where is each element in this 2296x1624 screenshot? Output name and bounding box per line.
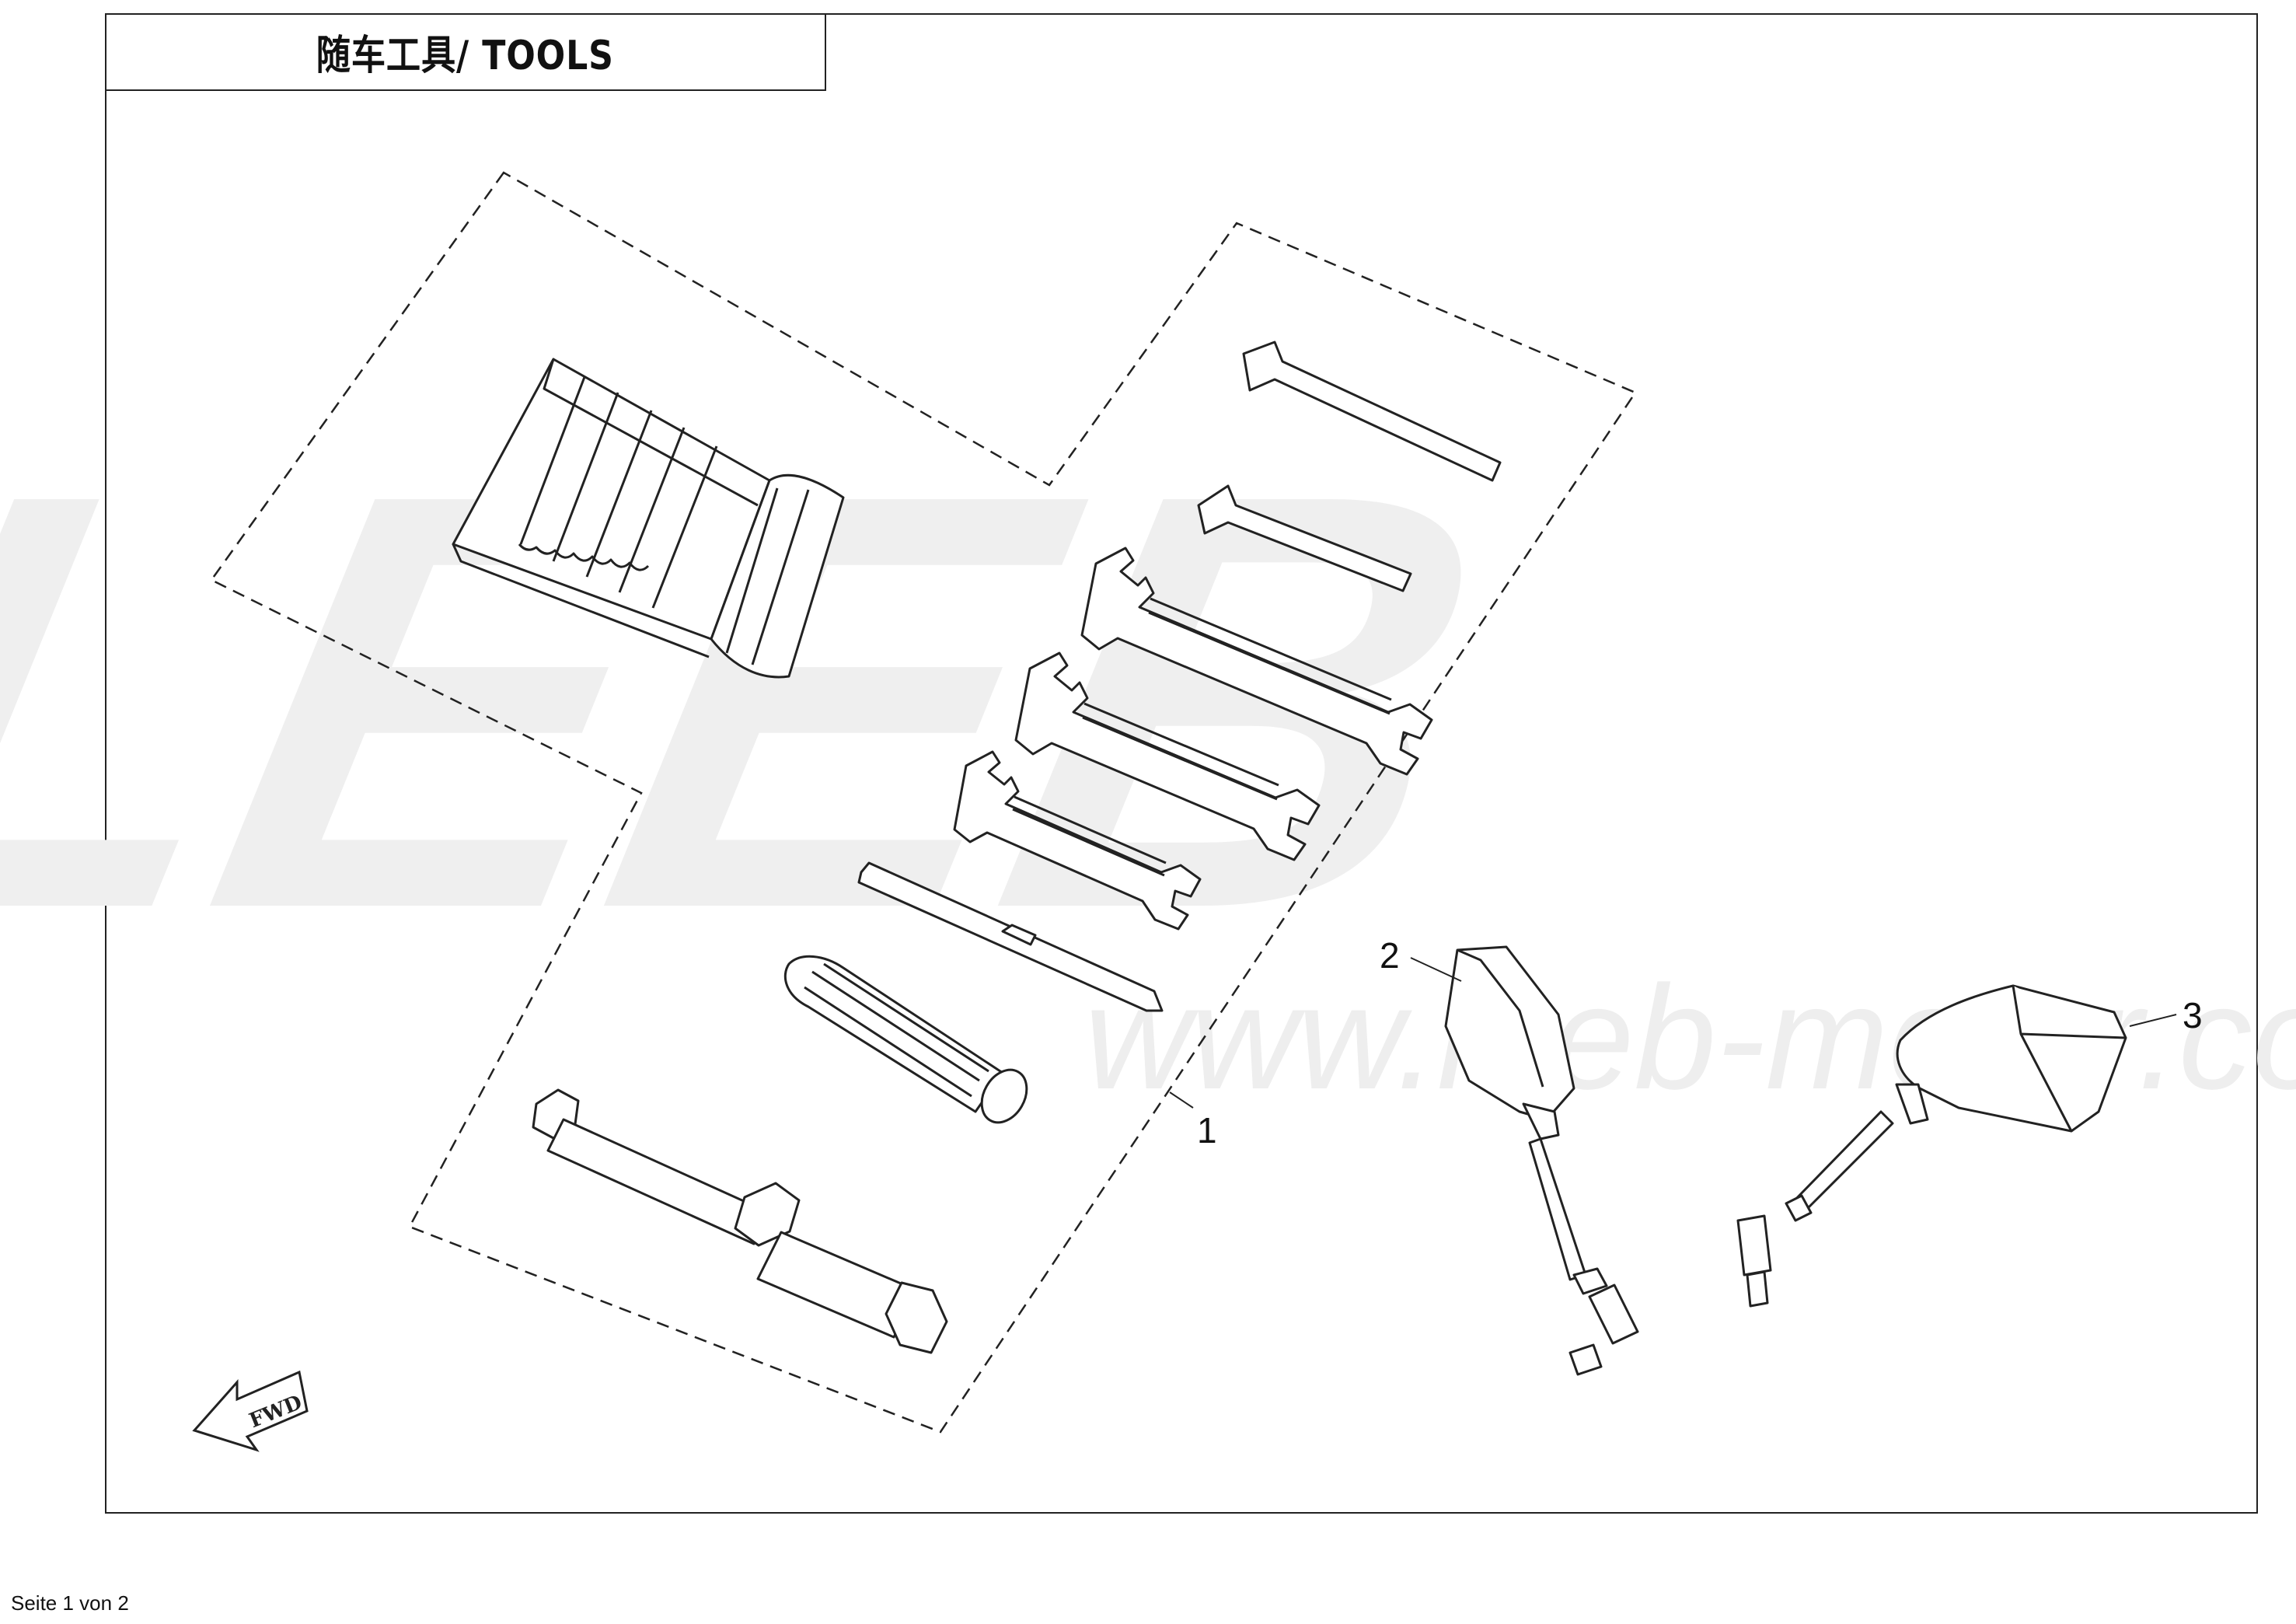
wrench-medium [1014, 651, 1321, 861]
callout-3: 3 [2183, 995, 2203, 1036]
tool-bag [452, 358, 845, 679]
wrench-small [953, 750, 1202, 931]
callout-leaders [1169, 957, 2177, 1109]
mirror-left [1444, 945, 1639, 1376]
page-title: 随车工具/ TOOLS [316, 32, 614, 79]
forward-arrow: FWD [192, 1370, 309, 1452]
title-box: 随车工具/ TOOLS [105, 13, 826, 91]
allen-key-small [1197, 484, 1412, 592]
callout-1: 1 [1197, 1110, 1217, 1151]
callout-2: 2 [1380, 935, 1400, 976]
screwdriver-bit [857, 861, 1164, 1012]
page-footer: Seite 1 von 2 [11, 1591, 129, 1615]
tool-kit-outline [210, 171, 1637, 1434]
mirror-right [1736, 984, 2127, 1308]
drawing-frame [105, 13, 2258, 1514]
allen-key-large [1242, 341, 1502, 482]
wrench-large [1080, 547, 1433, 776]
spark-plug-wrench [532, 1088, 948, 1354]
screwdriver-handle [783, 955, 1028, 1124]
